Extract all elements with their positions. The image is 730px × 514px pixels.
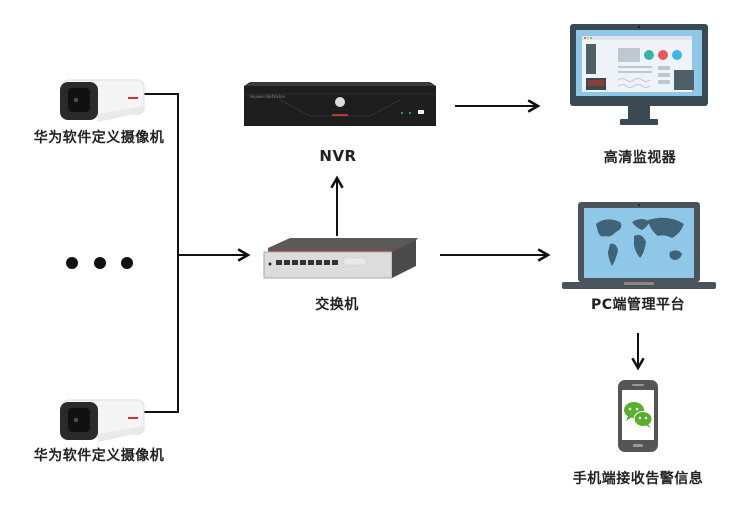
nvr-label: NVR [319,147,357,165]
camera-icon [60,399,145,442]
monitor-label: 高清监视器 [603,150,677,166]
node-camera-top [56,76,148,134]
switch-label: 交换机 [315,297,359,313]
node-nvr: Huawei NetVision [240,80,440,132]
monitor-icon [570,24,708,125]
pc-platform-label: PC端管理平台 [590,297,686,313]
camera-top-label: 华为软件定义摄像机 [33,130,165,146]
node-mobile [616,378,660,454]
switch-icon [263,238,418,279]
node-switch [260,236,418,286]
node-camera-bottom [56,396,148,454]
laptop-icon [562,202,716,289]
phone-wechat-icon [618,380,658,452]
node-monitor [568,22,710,132]
node-pc-platform [562,200,716,292]
ellipsis-icon [64,255,144,271]
mobile-label: 手机端接收告警信息 [572,471,704,487]
camera-bottom-label: 华为软件定义摄像机 [33,448,165,464]
edge-camera-top [143,93,179,413]
camera-icon [60,79,145,122]
nvr-icon [244,82,436,126]
nvr-brand-text: Huawei NetVision [250,94,286,99]
